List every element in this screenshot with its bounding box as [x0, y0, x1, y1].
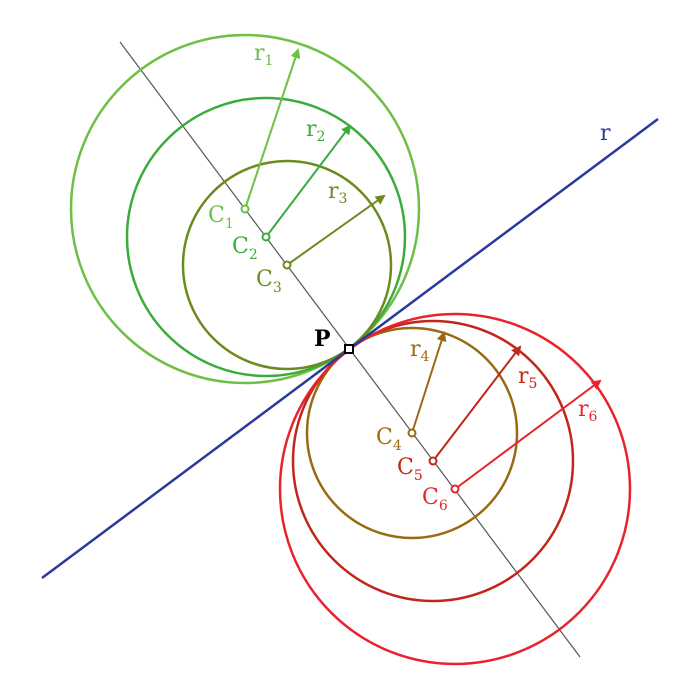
circle-c4 — [305, 326, 519, 540]
circle-c2 — [125, 96, 407, 378]
radius-arrow-r2 — [265, 124, 352, 238]
label-c3: C3 — [256, 267, 282, 296]
radius-arrow-r6 — [454, 379, 602, 490]
label-r2: r2 — [306, 117, 325, 145]
label-c4: C4 — [376, 425, 402, 454]
radius-arrow-r5 — [432, 345, 522, 462]
center-point-c2 — [261, 232, 271, 242]
label-c5: C5 — [397, 455, 423, 484]
label-c1: C1 — [208, 203, 234, 232]
tangency-point-p — [344, 344, 354, 354]
center-point-c4 — [407, 428, 417, 438]
radius-arrow-r3 — [286, 194, 386, 266]
label-c2: C2 — [232, 234, 258, 263]
radius-arrow-r4 — [411, 331, 447, 434]
circle-c5 — [291, 319, 575, 603]
radius-arrow-r1 — [244, 48, 301, 210]
center-point-c5 — [428, 456, 438, 466]
label-r6: r6 — [578, 397, 598, 425]
label-tangent-r: r — [600, 121, 611, 146]
label-p: P — [314, 326, 331, 352]
circle-c1 — [69, 33, 421, 385]
label-r1: r1 — [254, 41, 273, 69]
center-point-c1 — [240, 204, 250, 214]
circle-c3 — [181, 159, 393, 371]
center-point-c6 — [450, 484, 460, 494]
label-r3: r3 — [328, 179, 347, 207]
label-c6: C6 — [422, 485, 448, 514]
label-r5: r5 — [518, 364, 537, 392]
center-point-c3 — [282, 260, 292, 270]
circle-c6 — [278, 312, 632, 666]
label-r4: r4 — [410, 337, 430, 365]
